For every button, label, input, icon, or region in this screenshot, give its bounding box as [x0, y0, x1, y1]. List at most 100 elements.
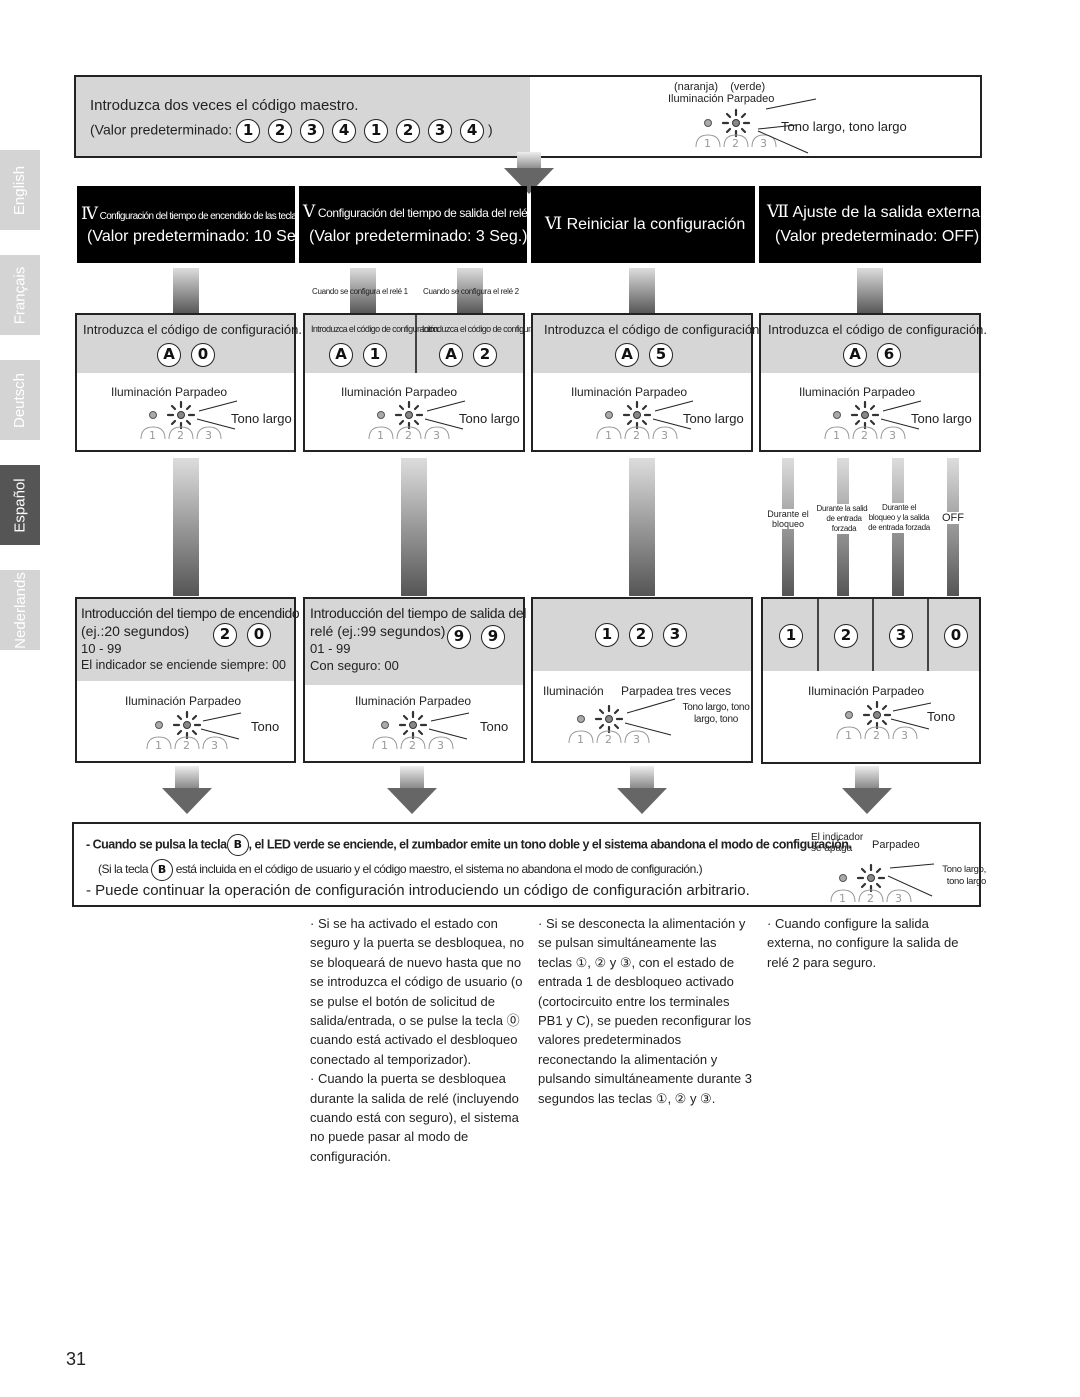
master-code-box: Introduzca dos veces el código maestro. …: [74, 75, 982, 158]
key-5: 5: [649, 343, 673, 367]
down-arrow: [617, 788, 667, 814]
pointer-lines: [196, 400, 238, 430]
key-6: 6: [877, 343, 901, 367]
key-2: 2: [213, 623, 237, 647]
header-vii-title: Ⅶ Ajuste de la salida externa: [767, 202, 980, 222]
tone-label: Tono: [251, 719, 280, 734]
tab-label: Nederlands: [11, 571, 29, 649]
tone-label: Tono largo: [459, 411, 520, 426]
led-labels: Iluminación Parpadeo: [808, 684, 925, 698]
input-line1: Introducción del tiempo de salida del: [310, 605, 527, 621]
note-column-2: · Si se desconecta la alimentación y se …: [538, 916, 752, 1106]
key-2: 2: [473, 343, 497, 367]
option-key-1: 1: [779, 624, 803, 648]
key-a: A: [439, 343, 463, 367]
led-labels: Iluminación Parpadeo: [355, 694, 472, 708]
tone-label: Tono largo: [231, 411, 292, 426]
input-box-vii: 1 2 3 0 Iluminación Parpadeo Tono: [761, 597, 981, 764]
header-title-text: Ajuste de la salida externa: [792, 204, 981, 221]
roman-numeral: Ⅵ: [545, 214, 563, 234]
tone-label: Tono: [480, 719, 509, 734]
input-range: 01 - 99: [310, 641, 351, 656]
key-0: 0: [247, 623, 271, 647]
roman-numeral: Ⅳ: [81, 204, 98, 224]
exit-line1-pre: - Cuando se pulsa la tecla: [86, 837, 227, 852]
header-title-text: Configuración del tiempo de encendido de…: [99, 211, 302, 222]
key-1: 1: [595, 623, 619, 647]
default-suffix: ): [487, 121, 493, 138]
tone-label: Tono largo: [683, 411, 744, 426]
blink-label: Parpadeo: [872, 839, 920, 851]
pointer-lines: [890, 702, 932, 730]
header-iv-default: (Valor predeterminado: 10 Seg.): [87, 228, 315, 245]
led-labels: Iluminación Parpadeo: [125, 694, 242, 708]
config-box-vi: Introduzca el código de configuración. A…: [531, 313, 763, 452]
tab-francais[interactable]: Français: [0, 255, 40, 335]
option-key-2: 2: [834, 624, 858, 648]
input-extra: Con seguro: 00: [310, 658, 399, 673]
key-3: 3: [428, 119, 453, 143]
input-line2: (ej.:20 segundos): [81, 623, 190, 639]
led-color-labels: (naranja) (verde): [674, 81, 765, 93]
key-0: 0: [191, 343, 215, 367]
input-line2: relé (ej.:99 segundos): [310, 623, 446, 639]
header-iv-title: Ⅳ Configuración del tiempo de encendido …: [81, 204, 301, 224]
roman-numeral: Ⅴ: [303, 202, 315, 222]
tab-deutsch[interactable]: Deutsch: [0, 360, 40, 440]
tab-nederlands[interactable]: Nederlands: [0, 570, 40, 650]
led-blink-label: Parpadea tres veces: [621, 684, 732, 698]
ext-label-forzada: Durante la salida de entrada forzada: [816, 504, 872, 534]
key-4: 4: [460, 119, 485, 143]
exit-line2: (Si la tecla B está incluida en el códig…: [98, 859, 703, 881]
header-iv: Ⅳ Configuración del tiempo de encendido …: [77, 186, 314, 263]
exit-line1-post: , el LED verde se enciende, el zumbador …: [248, 837, 852, 852]
exit-line3: - Puede continuar la operación de config…: [86, 882, 750, 899]
option-key-3: 3: [889, 624, 913, 648]
ext-label-ambos: Durante el bloqueo y la salida de entrad…: [868, 503, 930, 533]
config-title: Introduzca el código de configuración.: [83, 322, 302, 337]
tab-english[interactable]: English: [0, 150, 40, 230]
key-a: A: [329, 343, 353, 367]
exit-line2-post: está incluida en el código de usuario y …: [175, 862, 703, 877]
key-a: A: [843, 343, 867, 367]
pointer-lines: [424, 400, 466, 430]
input-line1: Introducción del tiempo de encendido: [81, 605, 300, 621]
pointer-lines: [624, 698, 676, 736]
header-vi: Ⅵ Reiniciar la configuración: [531, 186, 755, 263]
input-box-v: Introducción del tiempo de salida del re…: [303, 597, 527, 763]
ext-label-off: OFF: [942, 512, 964, 524]
input-extra: El indicador se enciende siempre: 00: [81, 658, 286, 672]
exit-line2-pre: (Si la tecla: [98, 862, 149, 877]
naranja-label: (naranja): [674, 81, 719, 93]
key-4: 4: [332, 119, 357, 143]
default-prefix: (Valor predeterminado:: [90, 121, 233, 138]
key-1: 1: [363, 343, 387, 367]
config-box-vii: Introduzca el código de configuración. A…: [759, 313, 987, 452]
key-9: 9: [481, 625, 505, 649]
header-vii: Ⅶ Ajuste de la salida externa (Valor pre…: [759, 186, 981, 263]
note-column-3: · Cuando configure la salida externa, no…: [767, 916, 959, 970]
key-b: B: [150, 859, 173, 881]
header-vii-default: (Valor predeterminado: OFF): [775, 228, 980, 245]
tab-label: Français: [11, 266, 29, 324]
pointer-lines: [428, 712, 470, 740]
down-arrow: [387, 788, 437, 814]
tone-label: Tono largo, tono largo: [942, 864, 986, 887]
led-labels: Iluminación Parpadeo: [799, 385, 916, 399]
tab-espanol[interactable]: Español: [0, 465, 40, 545]
led-on-label: Iluminación: [543, 684, 604, 698]
pointer-lines: [652, 400, 694, 430]
led-labels: Iluminación Parpadeo: [341, 385, 458, 399]
relay2-label: Cuando se configura el relé 2: [423, 287, 519, 296]
key-3: 3: [663, 623, 687, 647]
tab-label: Deutsch: [11, 372, 29, 428]
